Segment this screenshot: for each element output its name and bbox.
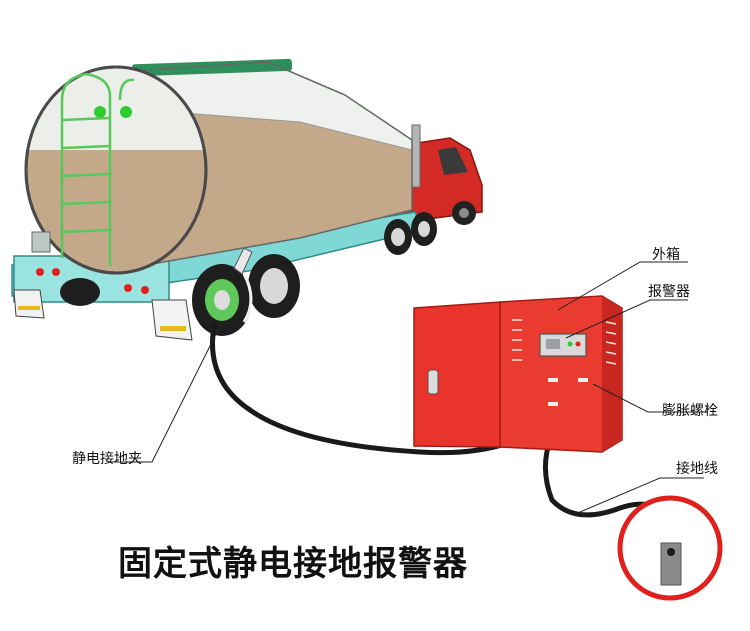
tank-ladder: [60, 72, 135, 266]
static-clamp: [233, 247, 253, 323]
label-ground-wire: 接地线: [676, 461, 718, 477]
truck-cab: [403, 124, 483, 225]
trailer-wheels: [60, 212, 437, 336]
wheel-mid-2: [411, 212, 437, 246]
ground-probe: [617, 495, 723, 601]
label-alarm: 报警器: [648, 284, 690, 300]
wheel-rear-1: [192, 264, 252, 336]
label-expansion-bolt: 膨胀螺栓: [662, 403, 718, 419]
label-static-clamp: 静电接地夹: [72, 451, 142, 467]
diagram-caption: 固定式静电接地报警器: [118, 544, 468, 584]
wheel-mid-1: [384, 219, 412, 255]
wheel-rear-2: [248, 254, 300, 318]
tank: [24, 58, 413, 275]
leader-lines: [108, 261, 708, 513]
wheel-rear-left: [60, 278, 100, 306]
label-outer-box: 外箱: [652, 247, 680, 263]
red-cabinet: [413, 295, 623, 453]
